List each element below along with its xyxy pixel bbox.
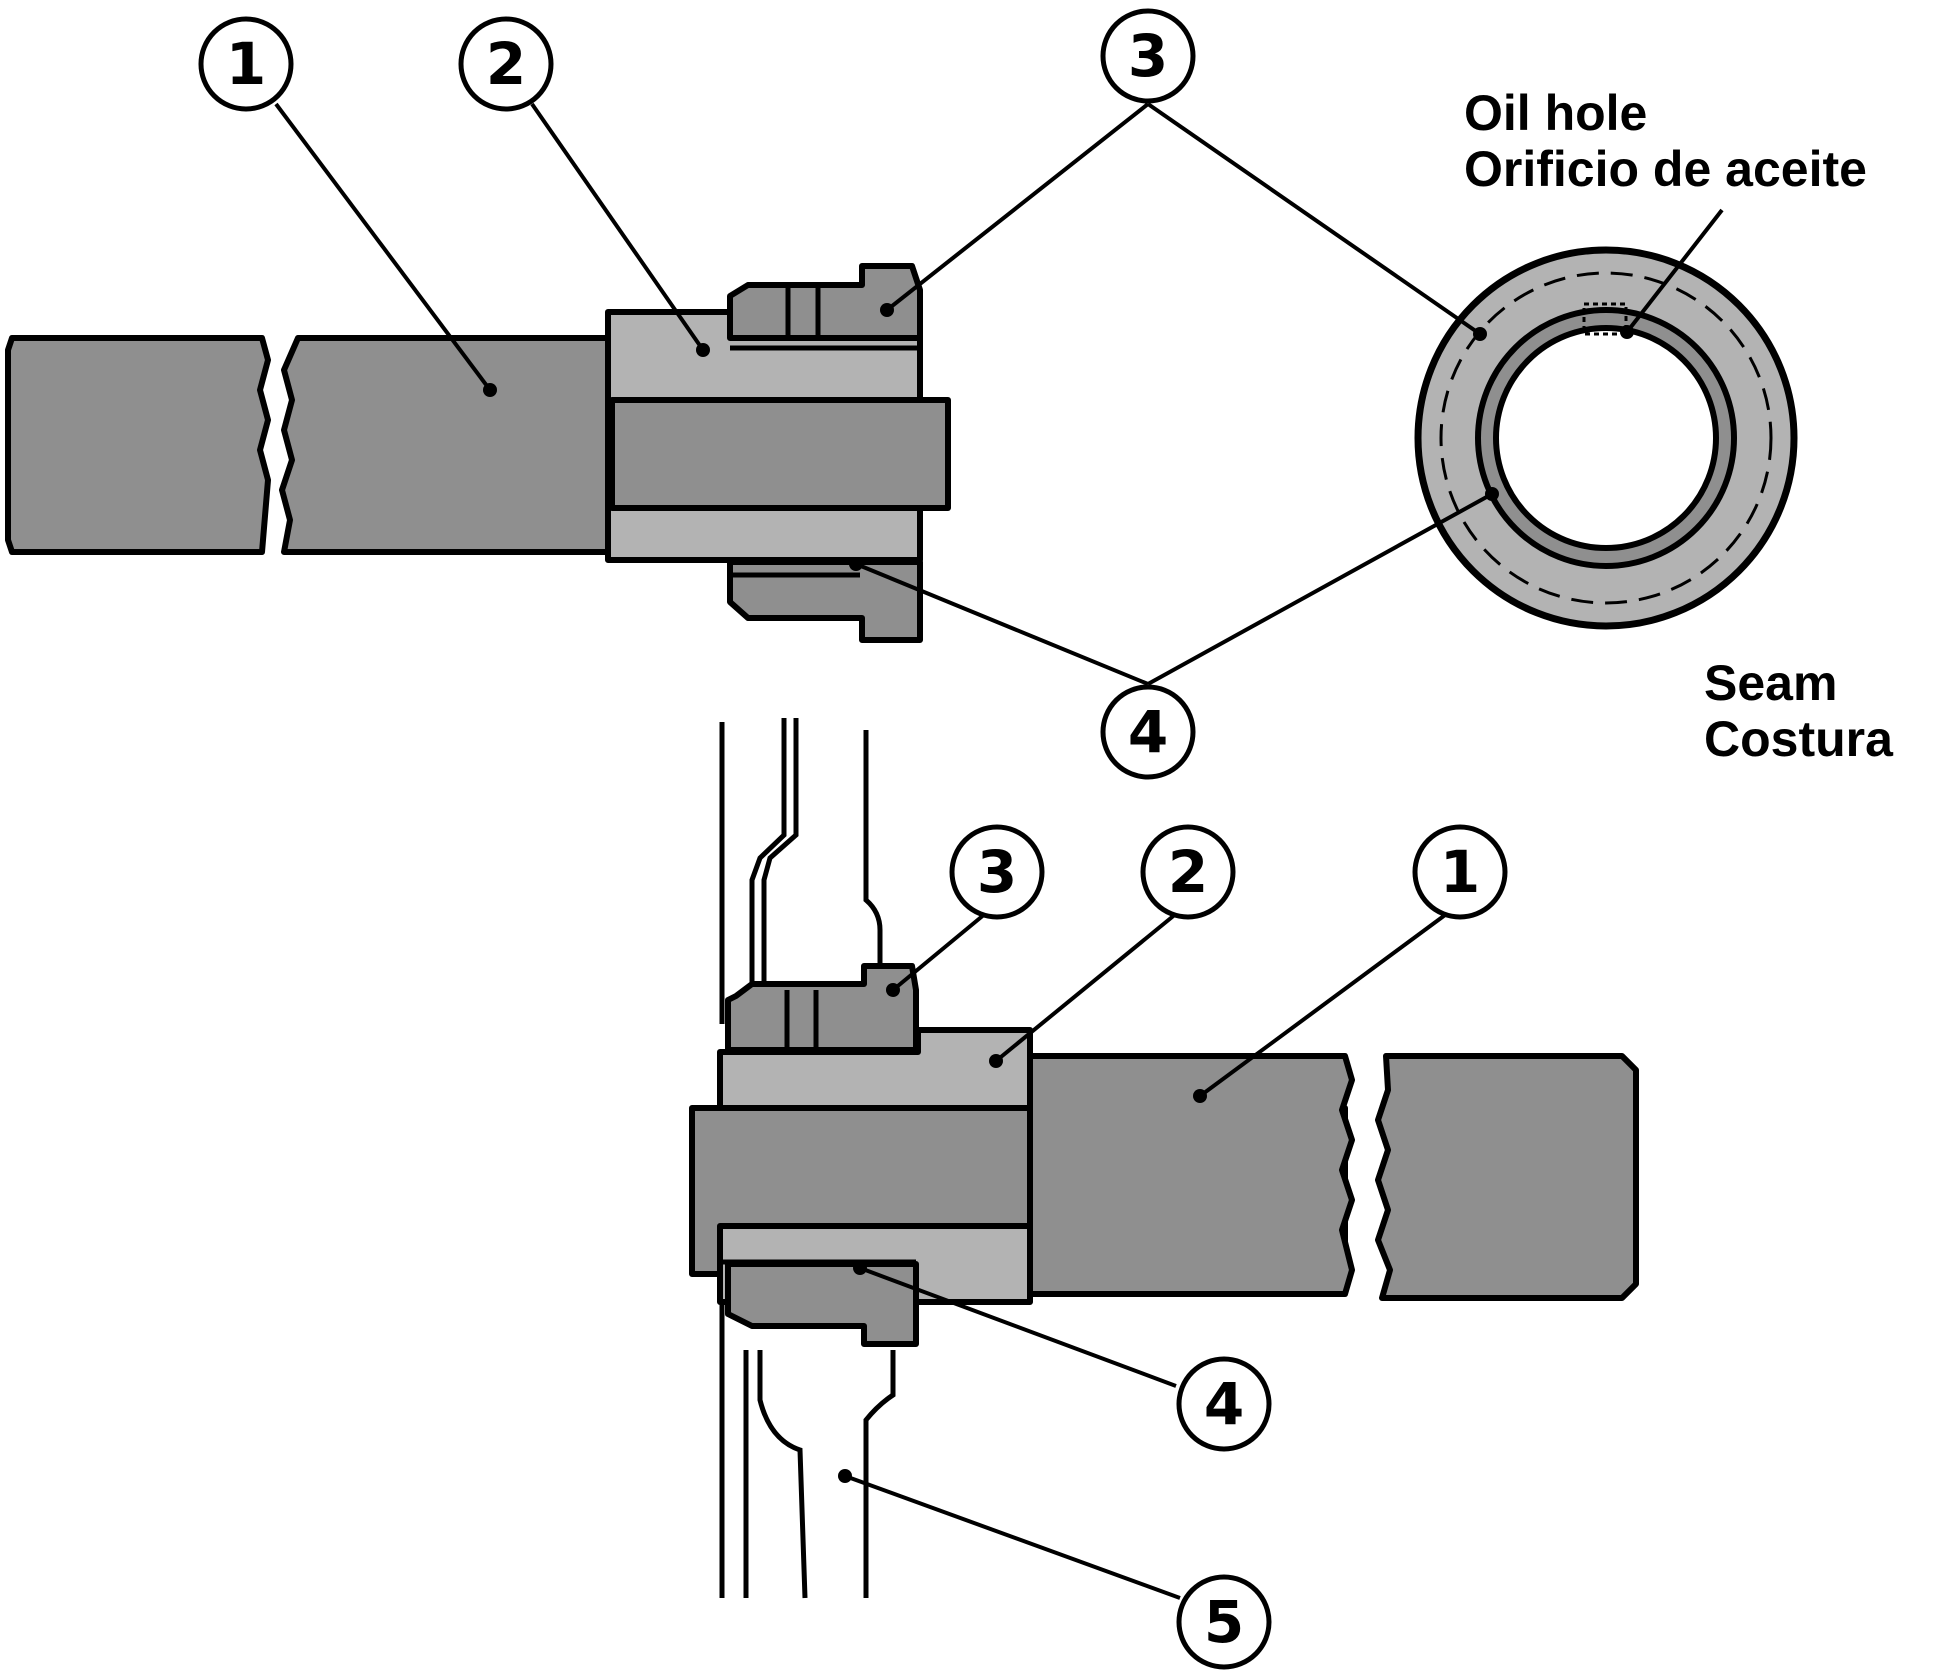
text-labels: Oil hole Orificio de aceite Seam Costura [1464, 85, 1894, 767]
callout-2-top: 2 [458, 16, 554, 112]
top-shaft-inner [609, 397, 951, 511]
svg-text:2: 2 [486, 30, 526, 98]
callout-3-top: 3 [1100, 8, 1196, 104]
svg-text:5: 5 [1204, 1588, 1244, 1656]
leader-lines [274, 102, 1724, 1600]
bottom-oil-seal-lower [725, 1261, 919, 1347]
svg-text:4: 4 [1128, 698, 1168, 766]
bottom-oil-seal-upper [725, 963, 919, 1053]
top-oil-seal-upper [727, 263, 923, 341]
svg-text:2: 2 [1168, 838, 1208, 906]
callouts: 1 2 3 4 3 2 1 4 [198, 8, 1508, 1670]
fork-leg-outline [719, 718, 896, 1599]
label-seam: Seam [1704, 655, 1837, 711]
callout-1-bottom: 1 [1412, 824, 1508, 920]
top-assembly [5, 263, 951, 643]
callout-4-bottom: 4 [1176, 1356, 1272, 1452]
top-oil-seal-lower [727, 559, 923, 643]
callout-4-top: 4 [1100, 684, 1196, 780]
top-shaft-left-segment [5, 335, 271, 555]
oil-hole-marker [1582, 302, 1628, 336]
top-shaft [279, 335, 613, 555]
svg-text:3: 3 [977, 838, 1017, 906]
svg-text:4: 4 [1204, 1370, 1244, 1438]
callout-3-bottom: 3 [949, 824, 1045, 920]
callout-2-bottom: 2 [1140, 824, 1236, 920]
svg-text:1: 1 [226, 30, 266, 98]
bottom-assembly [689, 718, 1639, 1599]
bottom-shaft-right-segment [1375, 1053, 1639, 1301]
label-costura: Costura [1704, 711, 1894, 767]
callout-1-top: 1 [198, 16, 294, 112]
bottom-shaft-left-segment [1027, 1053, 1355, 1297]
callout-5-bottom: 5 [1176, 1574, 1272, 1670]
svg-text:1: 1 [1440, 838, 1480, 906]
label-oil-hole: Oil hole [1464, 85, 1647, 141]
svg-text:3: 3 [1128, 22, 1168, 90]
label-orificio-de-aceite: Orificio de aceite [1464, 141, 1867, 197]
oil-seal-ring [1414, 246, 1798, 630]
